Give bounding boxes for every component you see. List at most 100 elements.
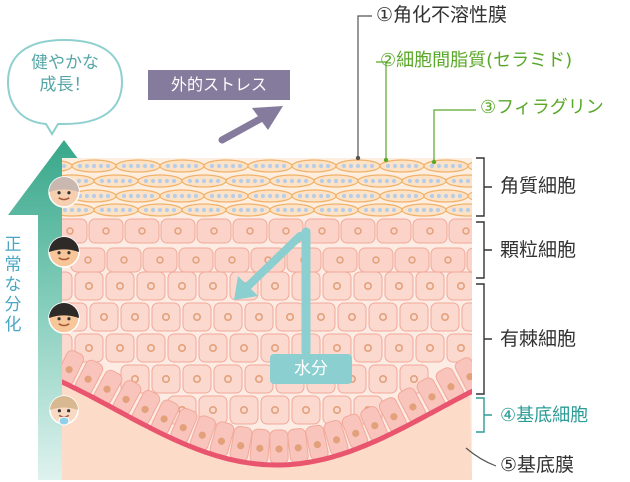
leader-ceramide bbox=[376, 61, 387, 160]
leader-dot bbox=[383, 157, 389, 163]
granular-cell bbox=[376, 218, 412, 244]
basal-nucleus bbox=[294, 444, 302, 452]
external-stress-box bbox=[148, 70, 290, 100]
filaggrin-dot bbox=[259, 207, 265, 213]
basal-nucleus bbox=[447, 383, 455, 391]
granular-cell bbox=[124, 218, 160, 244]
spinous-nucleus bbox=[332, 281, 341, 290]
filaggrin-dot bbox=[231, 207, 237, 213]
spinous-cell bbox=[229, 395, 259, 425]
filaggrin-dot bbox=[179, 193, 185, 199]
spinous-nucleus bbox=[347, 312, 356, 321]
filaggrin-dot bbox=[303, 178, 309, 184]
elder-face-icon bbox=[48, 176, 80, 208]
spinous-nucleus bbox=[178, 343, 187, 352]
filaggrin-dot bbox=[341, 193, 347, 199]
filaggrin-dot bbox=[429, 163, 435, 169]
filaggrin-dot bbox=[414, 207, 420, 213]
basal-nucleus bbox=[179, 424, 187, 432]
youth-face-icon-mouth bbox=[58, 323, 70, 327]
spinous-nucleus bbox=[363, 281, 372, 290]
healthy-growth-text: 健やかな 成長！ bbox=[10, 52, 120, 96]
vertical-char: 常 bbox=[4, 255, 22, 275]
baby-face-icon-hair bbox=[50, 396, 78, 410]
spinous-nucleus bbox=[147, 343, 156, 352]
filaggrin-dot bbox=[223, 163, 229, 169]
filaggrin-dot bbox=[289, 207, 295, 213]
filaggrin-dot bbox=[363, 178, 369, 184]
filaggrin-dot bbox=[194, 207, 200, 213]
basal-nucleus bbox=[466, 373, 472, 381]
filaggrin-dot bbox=[495, 194, 499, 198]
spinous-cell bbox=[446, 333, 472, 363]
filaggrin-dot bbox=[413, 193, 419, 199]
filaggrin-dot bbox=[201, 178, 207, 184]
filaggrin-dot bbox=[275, 207, 281, 213]
filaggrin-dot bbox=[186, 163, 192, 169]
filaggrin-dot bbox=[84, 193, 90, 199]
granular-cell bbox=[232, 218, 268, 244]
spinous-cell bbox=[136, 333, 166, 363]
granular-nucleus bbox=[84, 256, 92, 264]
youth-face-icon bbox=[48, 302, 80, 334]
spinous-cell bbox=[399, 302, 429, 332]
basal-cell-group bbox=[435, 367, 465, 403]
basal-nucleus bbox=[409, 403, 417, 411]
spinous-cell bbox=[89, 302, 119, 332]
water-arrow-head bbox=[234, 276, 258, 300]
filaggrin-dot bbox=[62, 207, 68, 213]
basal-bracket bbox=[476, 397, 492, 433]
filaggrin-dot bbox=[209, 193, 215, 199]
spinous-cell bbox=[275, 302, 305, 332]
filaggrin-dot bbox=[340, 178, 346, 184]
granular-cell bbox=[394, 247, 430, 273]
filaggrin-dot bbox=[451, 207, 457, 213]
filaggrin-dot bbox=[407, 207, 413, 213]
filaggrin-dot bbox=[348, 163, 354, 169]
spinous-cell bbox=[415, 333, 445, 363]
granular-nucleus bbox=[354, 227, 362, 235]
youth-face-icon-eye bbox=[57, 317, 61, 321]
granular-nucleus bbox=[336, 256, 344, 264]
spinous-nucleus bbox=[193, 374, 202, 383]
dermis bbox=[62, 382, 472, 480]
filaggrin-dot bbox=[377, 207, 383, 213]
filaggrin-dot bbox=[325, 193, 331, 199]
label-filaggrin: ③フィラグリン bbox=[480, 97, 604, 118]
stress-arrow-head bbox=[252, 106, 283, 130]
spinous-nucleus bbox=[162, 312, 171, 321]
filaggrin-dot bbox=[157, 207, 163, 213]
spinous-cell bbox=[151, 364, 181, 394]
filaggrin-dot bbox=[209, 163, 215, 169]
spinous-cell bbox=[213, 364, 243, 394]
filaggrin-dot bbox=[474, 194, 478, 198]
spinous-cell bbox=[105, 333, 135, 363]
spinous-nucleus bbox=[363, 343, 372, 352]
filaggrin-dot bbox=[297, 193, 303, 199]
filaggrin-dot bbox=[149, 163, 155, 169]
granular-cell bbox=[106, 247, 142, 273]
filaggrin-dot bbox=[83, 178, 89, 184]
spinous-nucleus bbox=[116, 343, 125, 352]
filaggrin-dot bbox=[325, 163, 331, 169]
filaggrin-dot bbox=[443, 163, 449, 169]
filaggrin-dot bbox=[399, 193, 405, 199]
spinous-nucleus bbox=[394, 343, 403, 352]
filaggrin-dot bbox=[179, 163, 185, 169]
filaggrin-dot bbox=[399, 163, 405, 169]
filaggrin-dot bbox=[171, 207, 177, 213]
filaggrin-dot bbox=[333, 178, 339, 184]
granular-cell bbox=[196, 218, 232, 244]
filaggrin-dot bbox=[414, 178, 420, 184]
filaggrin-dot bbox=[465, 178, 471, 184]
basal-cell-group bbox=[454, 357, 472, 393]
spinous-cell bbox=[213, 302, 243, 332]
filaggrin-dot bbox=[450, 193, 456, 199]
filaggrin-dot bbox=[421, 178, 427, 184]
spinous-nucleus bbox=[116, 281, 125, 290]
granular-cell bbox=[214, 247, 250, 273]
filaggrin-dot bbox=[333, 207, 339, 213]
spinous-cell bbox=[120, 302, 150, 332]
filaggrin-dot bbox=[384, 178, 390, 184]
spinous-nucleus bbox=[224, 312, 233, 321]
